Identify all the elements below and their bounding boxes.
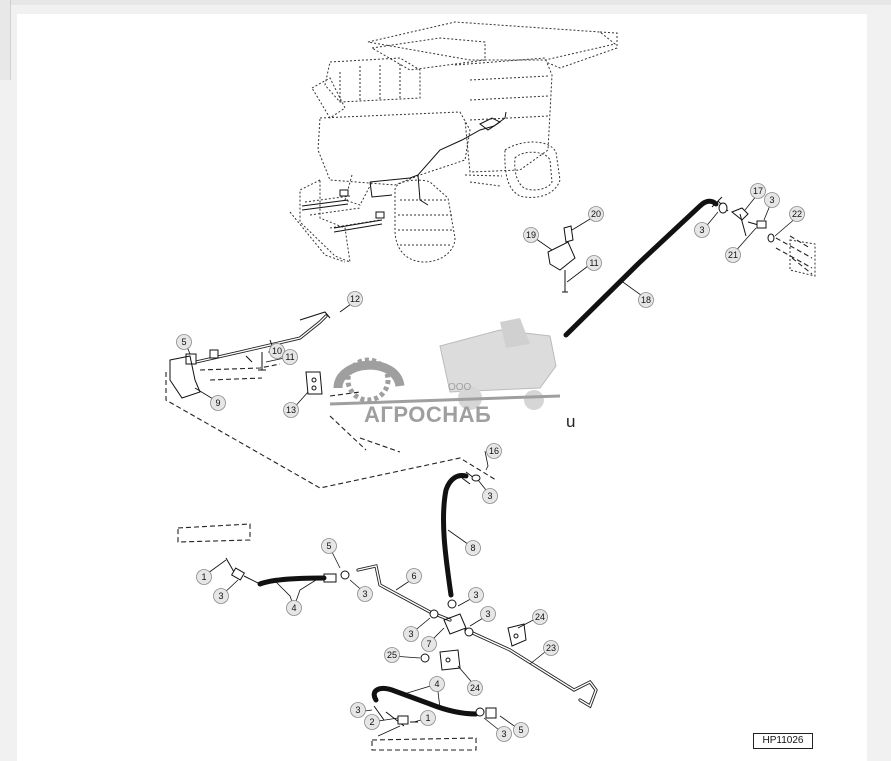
svg-text:4: 4 — [434, 679, 439, 689]
svg-text:5: 5 — [326, 541, 331, 551]
svg-text:3: 3 — [218, 591, 223, 601]
clamp-19-20-11 — [547, 225, 576, 293]
svg-text:1: 1 — [201, 572, 206, 582]
center-tee-line-23 — [420, 599, 598, 709]
svg-text:16: 16 — [489, 446, 499, 456]
callout-6: 6 — [406, 568, 422, 584]
left-scroll-edge — [0, 0, 11, 80]
svg-text:19: 19 — [526, 230, 536, 240]
svg-text:4: 4 — [291, 603, 296, 613]
svg-text:9: 9 — [215, 398, 220, 408]
svg-text:22: 22 — [792, 209, 802, 219]
leader-lines — [185, 194, 798, 737]
callout-7: 7 — [421, 636, 437, 652]
diagram-panel — [17, 14, 867, 761]
svg-text:3: 3 — [485, 609, 490, 619]
callout-12: 12 — [347, 291, 363, 307]
callout-24: 24 — [532, 609, 548, 625]
callout-5: 5 — [513, 722, 529, 738]
callout-3: 3 — [357, 586, 373, 602]
callout-21: 21 — [725, 247, 741, 263]
watermark-prefix: ООО — [448, 382, 472, 393]
middle-line-assembly — [165, 311, 497, 489]
callout-22: 22 — [789, 206, 805, 222]
svg-text:1: 1 — [425, 713, 430, 723]
lower-hose-4 — [371, 685, 497, 751]
lower-left-line — [177, 523, 452, 622]
callout-8: 8 — [465, 540, 481, 556]
callout-9: 9 — [210, 395, 226, 411]
callout-11: 11 — [586, 255, 602, 271]
callout-5: 5 — [176, 334, 192, 350]
stray-letter: u — [566, 412, 576, 431]
callout-20: 20 — [588, 206, 604, 222]
svg-text:5: 5 — [181, 337, 186, 347]
callout-3: 3 — [213, 588, 229, 604]
callout-3: 3 — [694, 222, 710, 238]
svg-text:18: 18 — [641, 295, 651, 305]
svg-text:3: 3 — [699, 225, 704, 235]
callout-24: 24 — [467, 680, 483, 696]
callout-18: 18 — [638, 292, 654, 308]
callout-3: 3 — [480, 606, 496, 622]
callout-16: 16 — [486, 443, 502, 459]
svg-text:3: 3 — [408, 629, 413, 639]
callout-3: 3 — [468, 587, 484, 603]
svg-text:24: 24 — [470, 683, 480, 693]
svg-text:17: 17 — [753, 186, 763, 196]
svg-text:20: 20 — [591, 209, 601, 219]
callout-17: 17 — [750, 183, 766, 199]
svg-text:11: 11 — [589, 258, 598, 268]
browser-top-edge — [0, 0, 891, 5]
svg-text:10: 10 — [272, 346, 282, 356]
svg-text:24: 24 — [535, 612, 545, 622]
svg-text:3: 3 — [362, 589, 367, 599]
combine-harvester-outline — [289, 21, 618, 263]
svg-text:3: 3 — [501, 729, 506, 739]
callout-5: 5 — [321, 538, 337, 554]
svg-text:6: 6 — [411, 571, 416, 581]
svg-text:8: 8 — [470, 543, 475, 553]
callout-13: 13 — [283, 402, 299, 418]
callout-10: 10 — [269, 343, 285, 359]
svg-text:3: 3 — [473, 590, 478, 600]
callout-3: 3 — [403, 626, 419, 642]
svg-text:12: 12 — [350, 294, 360, 304]
callout-23: 23 — [543, 640, 559, 656]
figure-code: HP11026 — [753, 733, 813, 749]
watermark-logo: ООО АГРОСНАБ — [329, 318, 561, 427]
callout-19: 19 — [523, 227, 539, 243]
svg-text:7: 7 — [426, 639, 431, 649]
hose-8 — [441, 471, 481, 598]
callout-4: 4 — [286, 600, 302, 616]
svg-text:25: 25 — [387, 650, 397, 660]
callout-11: 11 — [282, 349, 298, 365]
svg-text:21: 21 — [728, 250, 738, 260]
watermark-company-name: АГРОСНАБ — [364, 402, 491, 427]
callout-4: 4 — [429, 676, 445, 692]
svg-text:11: 11 — [285, 352, 294, 362]
callout-3: 3 — [482, 488, 498, 504]
svg-text:13: 13 — [286, 405, 296, 415]
svg-text:3: 3 — [355, 705, 360, 715]
callout-1: 1 — [196, 569, 212, 585]
callout-25: 25 — [384, 647, 400, 663]
svg-text:3: 3 — [487, 491, 492, 501]
callout-1: 1 — [420, 710, 436, 726]
callout-3: 3 — [350, 702, 366, 718]
callout-2: 2 — [364, 714, 380, 730]
svg-text:3: 3 — [769, 195, 774, 205]
svg-text:5: 5 — [518, 725, 523, 735]
svg-text:23: 23 — [546, 643, 556, 653]
svg-text:2: 2 — [369, 717, 374, 727]
callout-3: 3 — [496, 726, 512, 742]
callout-3: 3 — [764, 192, 780, 208]
fittings-17-22 — [718, 202, 816, 277]
